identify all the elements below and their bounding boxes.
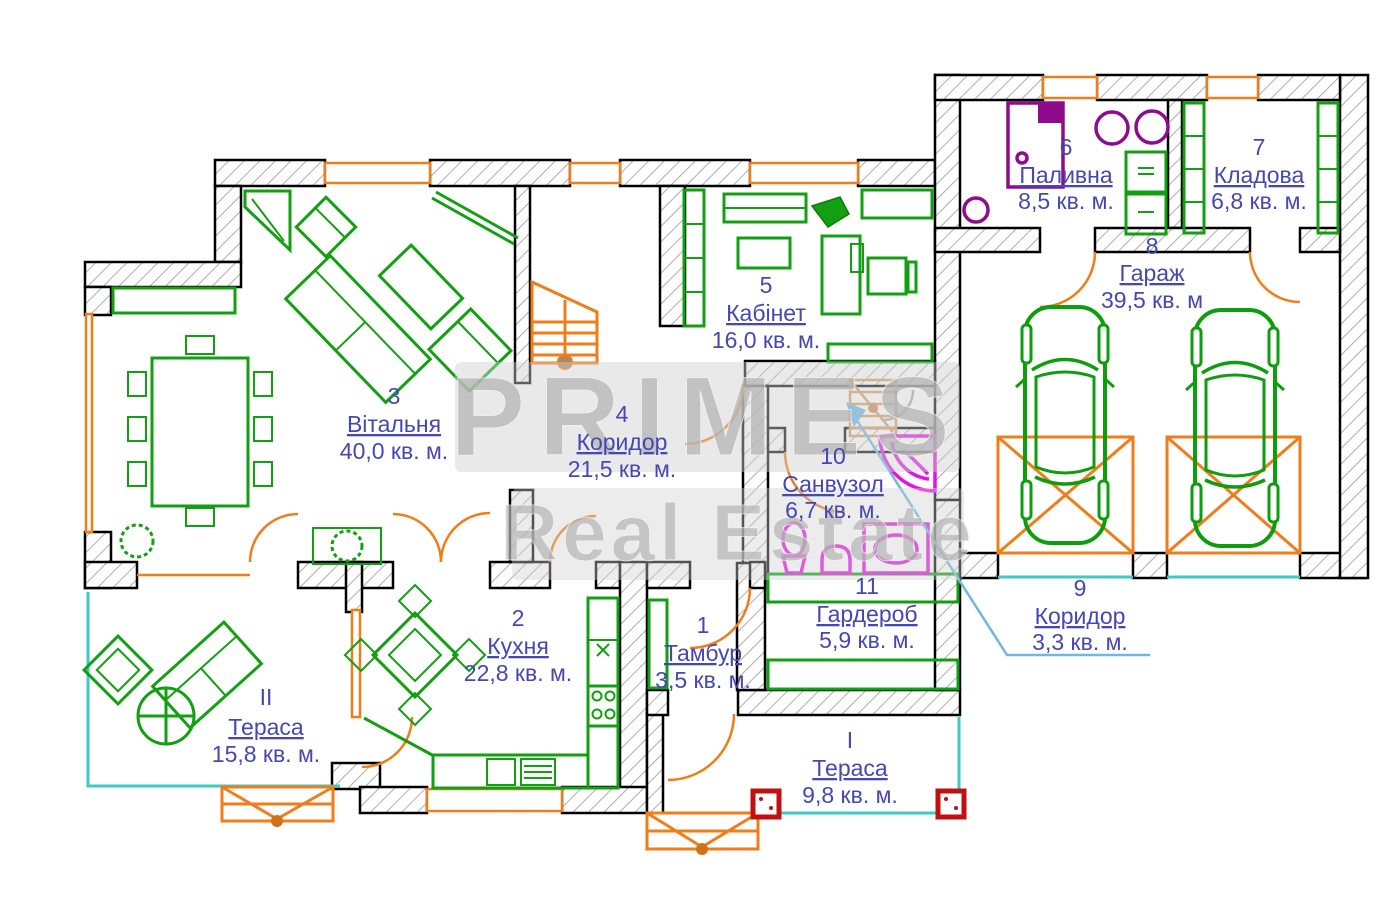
- room-number: 6: [1060, 134, 1073, 160]
- room-label-living: 3 Вітальня 40,0 кв. м.: [340, 383, 448, 464]
- room-name: Паливна: [1019, 162, 1113, 188]
- boiler-room-equipment: [962, 101, 1170, 236]
- room-number: 3: [388, 383, 401, 409]
- room-label-kitchen: 2 Кухня 22,8 кв. м.: [464, 605, 572, 686]
- room-name: Коридор: [577, 429, 668, 455]
- car-left: [1014, 305, 1116, 545]
- room-number: 11: [855, 573, 879, 599]
- storage-shelves: [1182, 101, 1340, 235]
- terrace2-furniture: [81, 619, 264, 746]
- watermark-line2: Real Estate: [500, 488, 975, 577]
- room-area: 3,5 кв. м.: [655, 667, 751, 693]
- room-number: 9: [1074, 575, 1087, 601]
- room-area: 22,8 кв. м.: [464, 660, 572, 686]
- room-area: 40,0 кв. м.: [340, 438, 448, 464]
- room-name: Тераса: [812, 755, 888, 781]
- room-number: 8: [1146, 233, 1159, 259]
- windows: [84, 75, 1260, 813]
- walls: [83, 73, 1370, 815]
- leader-line: [846, 402, 1150, 657]
- room-number: 2: [512, 605, 525, 631]
- terrace-corner-posts: [750, 788, 967, 820]
- room-area: 9,8 кв. м.: [802, 782, 898, 808]
- room-label-boiler: 6 Паливна 8,5 кв. м.: [1018, 134, 1114, 214]
- room-name: Кухня: [487, 633, 549, 659]
- room-area: 6,7 кв. м.: [785, 497, 881, 523]
- room-number: I: [847, 727, 853, 753]
- room-number: 1: [697, 612, 710, 638]
- room-number: II: [260, 684, 273, 710]
- room-label-office: 5 Кабінет 16,0 кв. м.: [712, 272, 820, 353]
- room-name: Тамбур: [664, 640, 742, 666]
- room-label-storage: 7 Кладова 6,8 кв. м.: [1211, 134, 1307, 214]
- room-number: 5: [760, 272, 773, 298]
- room-area: 39,5 кв. м: [1101, 287, 1203, 313]
- room-number: 4: [616, 401, 629, 427]
- room-area: 21,5 кв. м.: [568, 456, 676, 482]
- room-name: Тераса: [228, 714, 304, 740]
- room-area: 6,8 кв. м.: [1211, 188, 1307, 214]
- watermark-line1: PRIMES: [450, 354, 963, 479]
- room-label-terrace1: I Тераса 9,8 кв. м.: [802, 727, 898, 808]
- room-name: Гараж: [1120, 260, 1186, 286]
- room-label-terrace2: II Тераса 15,8 кв. м.: [212, 684, 320, 767]
- car-right: [1184, 308, 1286, 548]
- room-name: Кладова: [1214, 162, 1305, 188]
- bathroom-fixtures: [780, 434, 937, 575]
- room-area: 8,5 кв. м.: [1018, 188, 1114, 214]
- doors: [248, 251, 1301, 782]
- watermark: PRIMES Real Estate: [450, 354, 975, 580]
- room-name: Гардероб: [816, 601, 917, 627]
- garage-cars: [1014, 305, 1286, 548]
- room-area: 15,8 кв. м.: [212, 741, 320, 767]
- living-room-furniture: [111, 189, 519, 565]
- office-furniture: [682, 188, 934, 364]
- room-label-wardrobe: 11 Гардероб 5,9 кв. м.: [816, 573, 917, 653]
- room-label-bathroom: 10 Санвузол 6,7 кв. м.: [782, 443, 884, 523]
- staircase: [530, 279, 599, 370]
- room-labels: 1 Тамбур 3,5 кв. м. 2 Кухня 22,8 кв. м. …: [212, 134, 1307, 808]
- room-number: 10: [820, 443, 846, 469]
- room-label-corridor4: 4 Коридор 21,5 кв. м.: [568, 401, 676, 482]
- room-name: Вітальня: [347, 411, 441, 437]
- kitchen-table-set: [343, 583, 487, 727]
- room-area: 16,0 кв. м.: [712, 327, 820, 353]
- garage-doors: [996, 435, 1302, 555]
- room-label-garage: 8 Гараж 39,5 кв. м: [1101, 233, 1203, 313]
- entry-canopies: [220, 785, 760, 855]
- room-area: 5,9 кв. м.: [819, 627, 915, 653]
- room-name: Коридор: [1035, 603, 1126, 629]
- room-label-tambur: 1 Тамбур 3,5 кв. м.: [655, 612, 751, 693]
- room-name: Санвузол: [782, 471, 884, 497]
- room-label-corridor9: 9 Коридор 3,3 кв. м.: [1032, 575, 1128, 655]
- room-number: 7: [1253, 134, 1266, 160]
- room-name: Кабінет: [726, 300, 806, 326]
- kitchen-furniture: [343, 583, 669, 790]
- room-area: 3,3 кв. м.: [1032, 629, 1128, 655]
